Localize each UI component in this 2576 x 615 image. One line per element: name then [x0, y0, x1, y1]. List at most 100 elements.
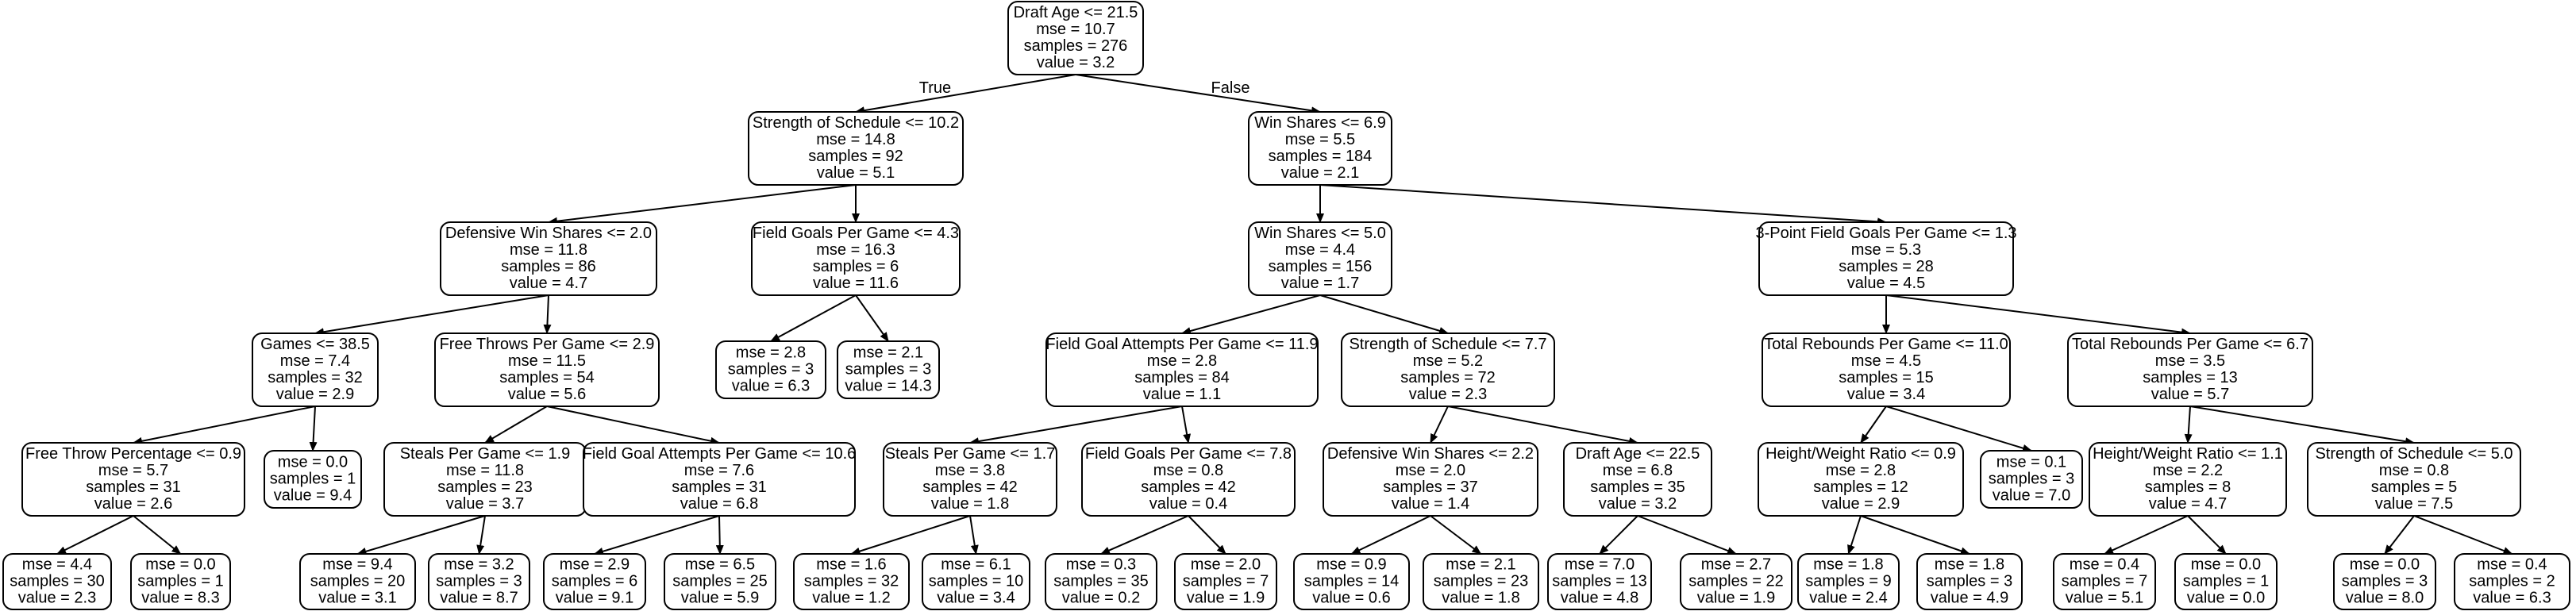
node-text-line: samples = 1 — [270, 471, 356, 488]
node-text-line: mse = 2.9 — [560, 556, 630, 574]
node-text-line: Draft Age <= 22.5 — [1576, 445, 1700, 463]
node-text-line: value = 8.0 — [2346, 590, 2424, 607]
node-text-line: value = 5.9 — [681, 590, 759, 607]
node-text-line: samples = 8 — [2145, 479, 2231, 496]
edge-n2-n6 — [1319, 184, 1887, 226]
edge-n6-n14 — [1885, 294, 2191, 336]
node-text-line: mse = 0.4 — [2477, 556, 2547, 574]
node-text-line: Height/Weight Ratio <= 1.1 — [2093, 445, 2283, 463]
node-text-line: mse = 2.0 — [1191, 556, 1261, 574]
node-box — [2089, 442, 2287, 517]
node-text-line: samples = 13 — [1552, 573, 1647, 590]
edge-n15-n27 — [56, 515, 134, 555]
edge-label-false: False — [1211, 79, 1250, 97]
edge-n3-n7 — [314, 294, 549, 336]
node-text-line: mse = 9.4 — [322, 556, 392, 574]
node-text-line: samples = 184 — [1269, 148, 1373, 165]
node-text-line: samples = 20 — [310, 573, 406, 590]
node-text-line: samples = 14 — [1304, 573, 1400, 590]
node-text-line: value = 3.1 — [318, 590, 396, 607]
node-text-line: samples = 6 — [552, 573, 637, 590]
node-text-line: value = 2.9 — [276, 386, 354, 403]
node-text-line: value = 1.4 — [1392, 495, 1469, 513]
node-text-line: value = 0.2 — [1062, 590, 1140, 607]
node-box — [1248, 111, 1392, 186]
node-text-line: Total Rebounds Per Game <= 6.7 — [2072, 336, 2308, 353]
node-text-line: value = 2.6 — [94, 495, 172, 513]
node-text-line: mse = 6.5 — [685, 556, 755, 574]
node-box — [299, 553, 416, 610]
node-text-line: mse = 5.5 — [1285, 131, 1355, 148]
node-text-line: value = 4.5 — [1847, 275, 1925, 292]
node-text-line: value = 1.9 — [1697, 590, 1775, 607]
node-text-line: value = 5.1 — [2066, 590, 2143, 607]
node-box — [1045, 553, 1157, 610]
edge-n0-n2 — [1075, 74, 1321, 115]
node-box — [1341, 332, 1555, 407]
node-text-line: value = 0.4 — [1149, 495, 1227, 513]
node-box — [1007, 1, 1144, 75]
node-text-line: value = 2.4 — [1809, 590, 1887, 607]
edge-n18-n31 — [594, 515, 720, 555]
edge-n11-n20 — [1181, 406, 1192, 444]
node-text-line: mse = 0.0 — [145, 556, 215, 574]
node-text-line: value = 8.3 — [141, 590, 219, 607]
node-text-line: value = 6.3 — [2473, 590, 2551, 607]
node-text-line: samples = 22 — [1688, 573, 1784, 590]
node-text-line: samples = 35 — [1590, 479, 1685, 496]
node-text-line: mse = 0.0 — [2350, 556, 2420, 574]
node-box — [1758, 221, 2014, 296]
node-text-line: value = 9.1 — [556, 590, 633, 607]
node-text-line: value = 9.4 — [274, 487, 352, 505]
node-text-line: mse = 4.4 — [1285, 241, 1355, 259]
node-text-line: value = 1.8 — [1442, 590, 1519, 607]
node-text-line: mse = 0.0 — [278, 454, 348, 471]
node-text-line: samples = 37 — [1383, 479, 1478, 496]
node-box — [883, 442, 1057, 517]
node-box — [793, 553, 910, 610]
node-text-line: samples = 3 — [728, 361, 814, 379]
node-text-line: Win Shares <= 5.0 — [1254, 225, 1386, 242]
node-text-line: value = 7.0 — [1993, 487, 2070, 505]
node-text-line: samples = 86 — [501, 258, 596, 275]
node-text-line: value = 5.6 — [508, 386, 586, 403]
node-text-line: mse = 2.7 — [1701, 556, 1771, 574]
node-text-line: samples = 7 — [1183, 573, 1269, 590]
edge-n18-n32 — [715, 515, 724, 555]
edge-n12-n22 — [1447, 406, 1638, 445]
edge-n1-n3 — [548, 184, 857, 225]
edge-n14-n26 — [2189, 406, 2415, 446]
node-text-line: mse = 11.5 — [508, 352, 586, 370]
node-text-line: value = 1.1 — [1143, 386, 1221, 403]
edge-n17-n30 — [476, 515, 486, 555]
edge-n25-n44 — [2187, 515, 2227, 555]
node-text-line: samples = 15 — [1839, 369, 1934, 386]
edge-n23-n41 — [1847, 515, 1862, 555]
node-text-line: mse = 3.8 — [935, 462, 1005, 479]
node-text-line: value = 6.8 — [680, 495, 758, 513]
node-text-line: mse = 2.8 — [1826, 462, 1896, 479]
node-text-line: mse = 2.1 — [853, 344, 923, 362]
node-text-line: mse = 2.0 — [1396, 462, 1465, 479]
node-text-line: value = 7.5 — [2375, 495, 2453, 513]
node-box — [1174, 553, 1277, 610]
edge-n5-n12 — [1319, 294, 1449, 335]
edge-n26-n46 — [2413, 515, 2513, 555]
node-text-line: value = 11.6 — [813, 275, 899, 292]
node-text-line: value = 4.7 — [510, 275, 587, 292]
